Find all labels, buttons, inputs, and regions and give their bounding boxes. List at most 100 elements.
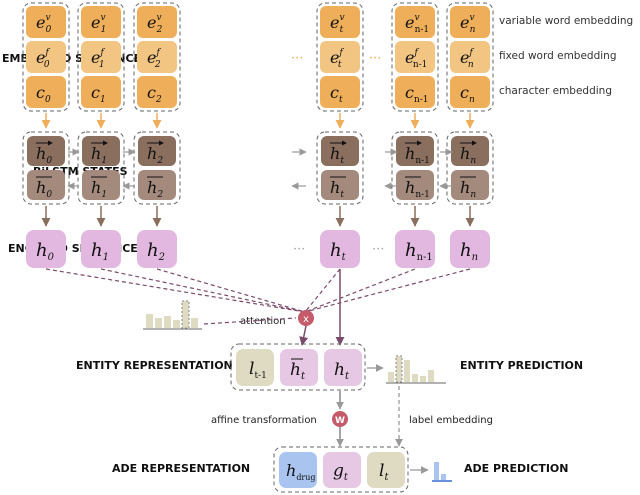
ade-g-cell [323, 452, 361, 488]
encoded-cell-2 [137, 230, 177, 268]
character-embedding-cell-1-label: c1 [91, 83, 106, 105]
forward-state-3-label: ht [330, 144, 344, 166]
character-embedding-cell-1 [81, 76, 121, 108]
lstm-group-5 [446, 131, 494, 205]
subscript: 2 [156, 156, 163, 166]
symbol: h [91, 240, 103, 261]
forward-state-1-label: h1 [91, 144, 107, 166]
superscript: v [100, 13, 105, 23]
subscript: 2 [158, 252, 165, 263]
subscript: n-1 [414, 95, 429, 105]
encoded-cell-5 [450, 230, 490, 268]
subscript: n-1 [417, 252, 433, 263]
character-embedding-cell-5-label: cn [460, 83, 475, 105]
superscript: v [45, 13, 50, 23]
character-embedding-cell-4-label: cn-1 [405, 83, 429, 105]
character-embedding-cell-2-label: c2 [147, 83, 162, 105]
subscript: t [338, 60, 342, 70]
entity-h-t-cell [324, 349, 362, 386]
ade-l-subscript: t [384, 472, 389, 483]
character-embedding-cell-3 [320, 76, 360, 108]
subscript: 2 [154, 60, 161, 70]
symbol: h [147, 178, 157, 197]
symbol: h [36, 240, 48, 261]
lstm-group-4 [391, 131, 439, 205]
superscript: v [414, 13, 419, 23]
label-ade-prediction: ADE PREDICTION [464, 462, 568, 475]
forward-state-5-label: hn [460, 144, 476, 166]
symbol: h [405, 240, 417, 261]
symbol: h [460, 240, 472, 261]
subscript: n [472, 252, 478, 263]
label-affine-transformation: affine transformation [211, 415, 317, 426]
ade-l-symbol: l [379, 461, 384, 481]
subscript: t [340, 190, 344, 200]
lstm-group-1 [77, 131, 125, 205]
affine-op-symbol: W [335, 416, 345, 426]
symbol: c [91, 83, 100, 102]
encoded-cell-2-label: h2 [147, 240, 165, 263]
subscript: n [468, 60, 474, 70]
encoded-cell-3-label: ht [330, 240, 347, 263]
attention-op-symbol: x [303, 314, 309, 325]
variable-embedding-cell-2 [137, 6, 177, 38]
svg-text:hdrug: hdrug [286, 461, 316, 482]
label-ade-representation: ADE REPRESENTATION [112, 462, 250, 475]
ade-g-subscript: t [344, 472, 349, 483]
subscript: 0 [46, 156, 52, 166]
backward-state-5-label: hn [460, 178, 476, 200]
backward-state-2-label: h2 [147, 178, 163, 200]
subscript: 1 [100, 95, 106, 105]
character-embedding-cell-0 [26, 76, 66, 108]
subscript: 0 [44, 60, 50, 70]
entity-prediction-chart [386, 355, 446, 384]
subscript: n-1 [415, 25, 430, 35]
subscript: n-1 [413, 60, 428, 70]
entity-l-subscript: t-1 [254, 371, 266, 381]
symbol: h [405, 178, 415, 197]
subscript: 2 [155, 95, 162, 105]
ade-l-cell [367, 452, 405, 488]
subscript: t [339, 95, 343, 105]
embedding-group-5 [446, 2, 494, 112]
encoded-cell-5-label: hn [460, 240, 478, 263]
backward-state-1-label: h1 [91, 178, 107, 200]
ade-h-drug-cell [279, 452, 317, 488]
embedding-group-2 [133, 2, 181, 112]
symbol: e [147, 48, 156, 67]
fixed-embedding-cell-0 [26, 41, 66, 73]
symbol: e [91, 13, 100, 32]
variable-embedding-cell-3 [320, 6, 360, 38]
backward-state-4-label: hn-1 [405, 178, 430, 200]
superscript: f [468, 48, 474, 58]
encoded-cell-4-label: hn-1 [405, 240, 433, 263]
encoded-cell-1-label: h1 [91, 240, 109, 263]
character-embedding-cell-2 [137, 76, 177, 108]
subscript: 0 [46, 190, 52, 200]
embedding-group-4 [391, 2, 439, 112]
symbol: c [36, 83, 45, 102]
subscript: 1 [99, 60, 105, 70]
symbol: c [405, 83, 414, 102]
entity-h-bar-cell [280, 349, 318, 386]
ade-g-symbol: g [333, 461, 344, 481]
superscript: f [99, 48, 105, 58]
ellipsis-embedded: ··· [291, 51, 303, 66]
symbol: e [405, 13, 414, 32]
subscript: n [470, 25, 476, 35]
symbol: h [147, 144, 157, 163]
symbol: e [330, 48, 339, 67]
ade-h-subscript: drug [296, 473, 315, 482]
label-entity-representation: ENTITY REPRESENTATION [76, 359, 233, 372]
attention-weights-chart [143, 300, 202, 330]
svg-text:ht: ht [290, 360, 306, 382]
forward-state-2-label: h2 [147, 144, 163, 166]
variable-embedding-cell-5 [450, 6, 490, 38]
symbol: h [460, 144, 470, 163]
